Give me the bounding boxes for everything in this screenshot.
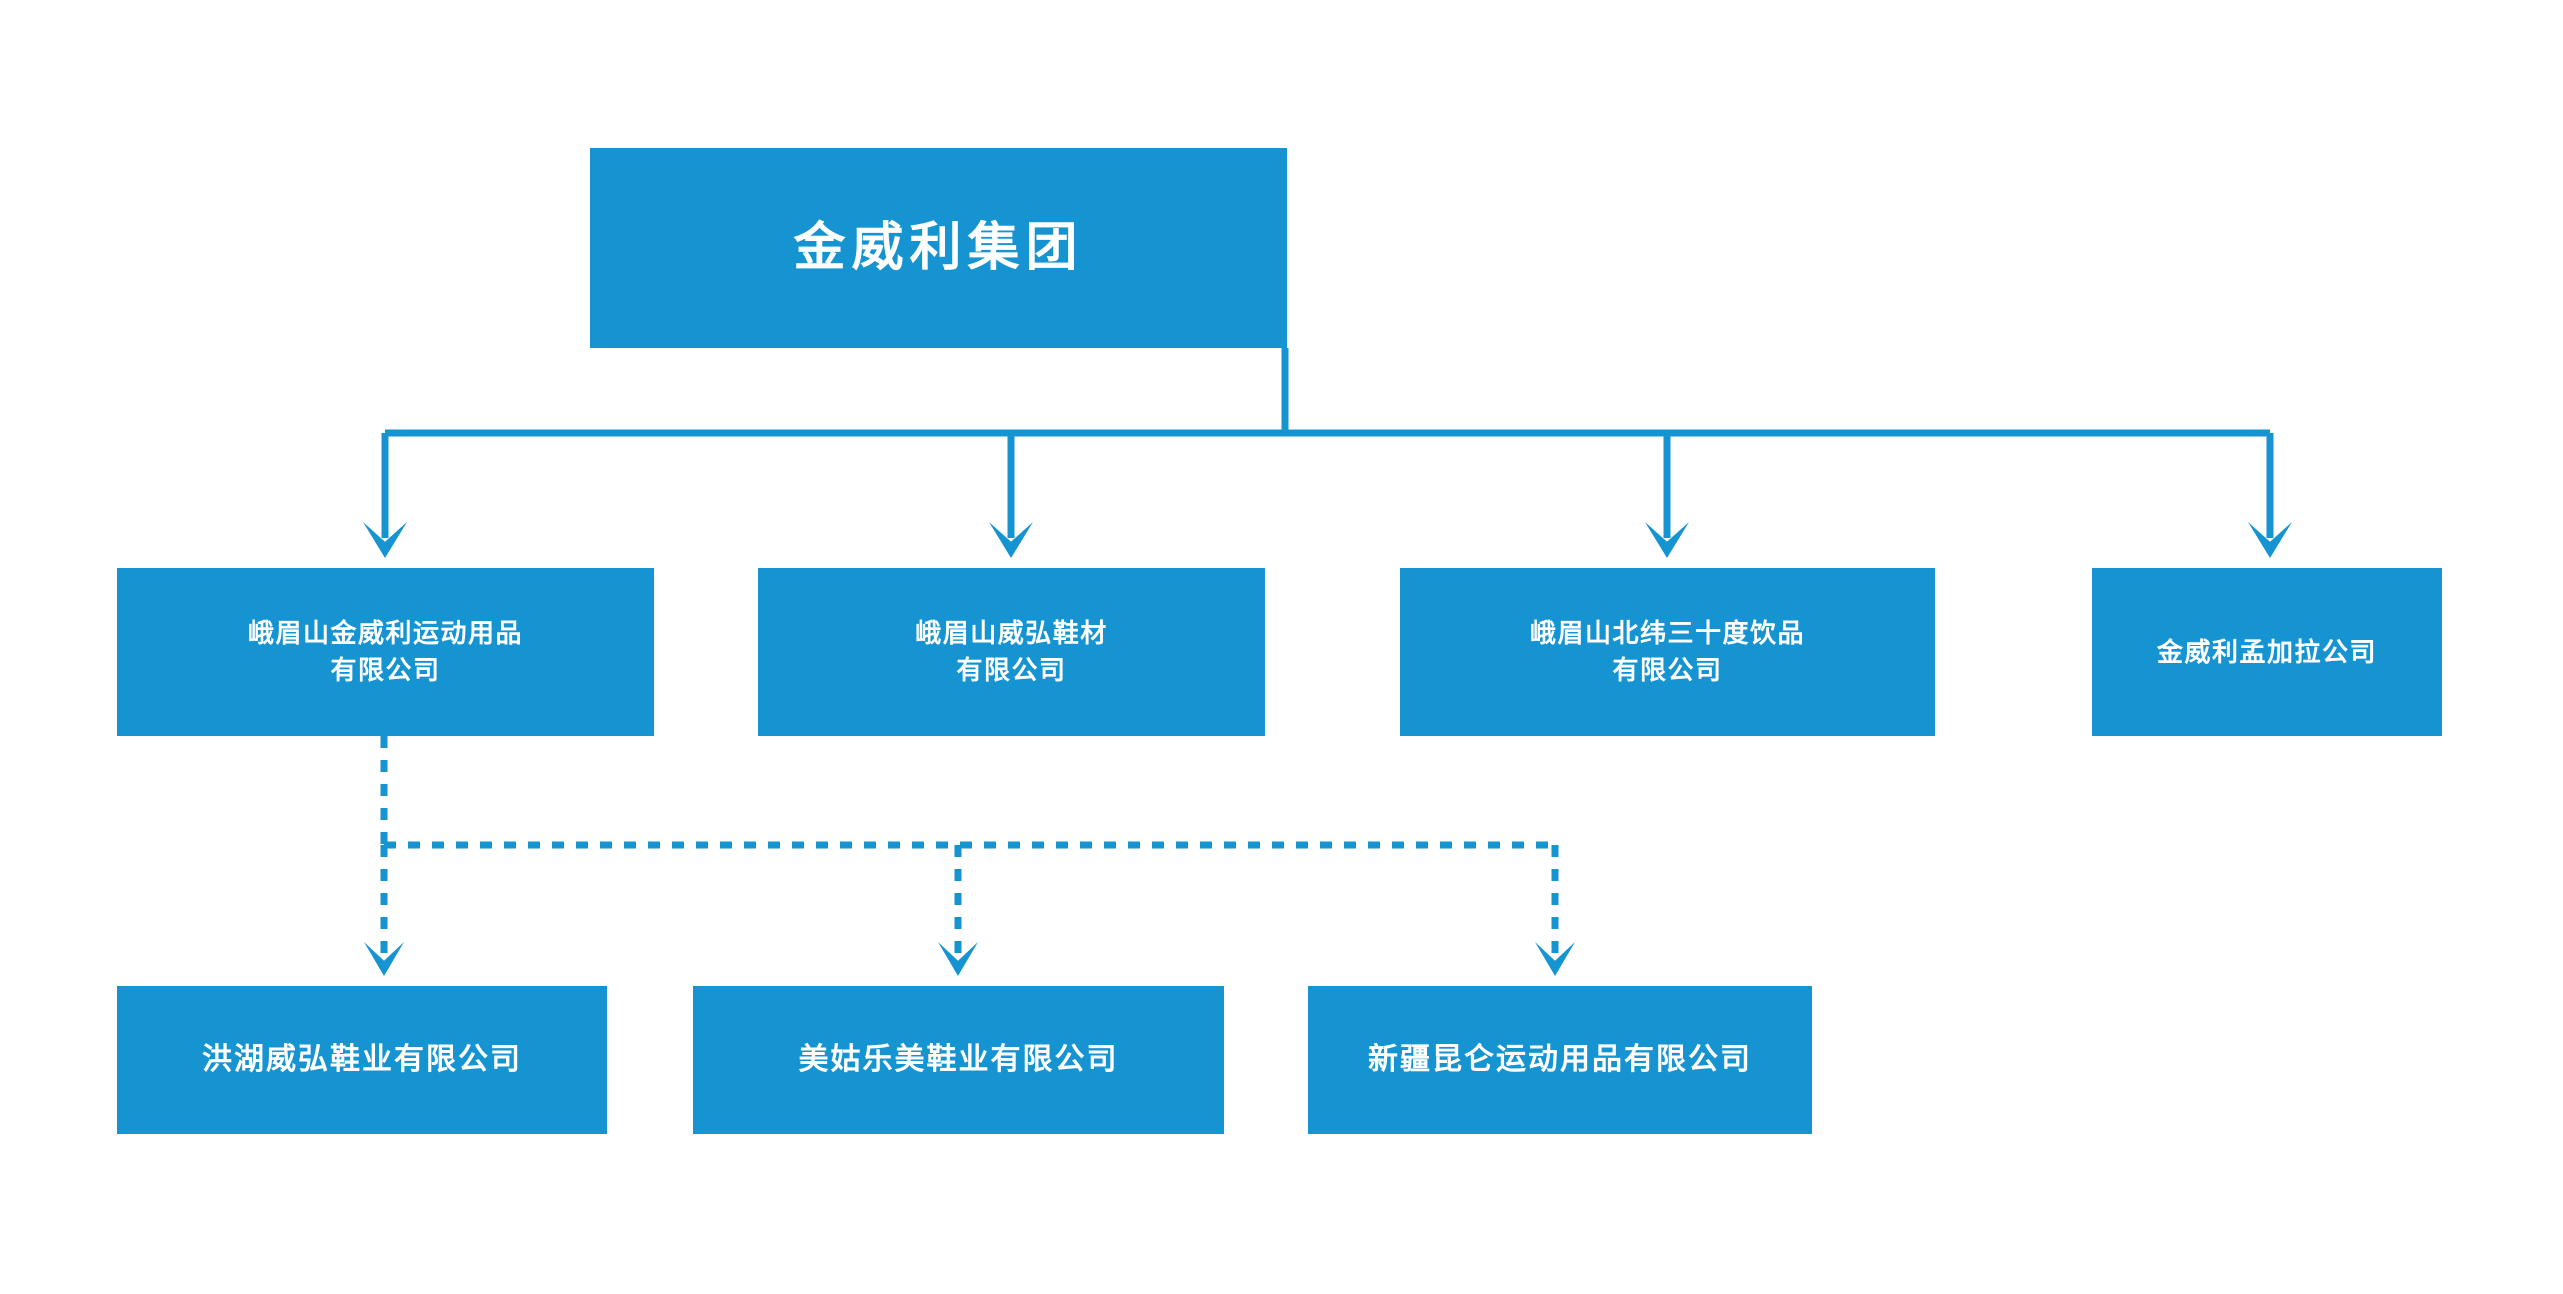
arrow-head-icon [989, 522, 1033, 558]
solid-connectors [381, 348, 2274, 538]
arrow-head-icon [2248, 522, 2292, 558]
org-node-root[interactable]: 金威利集团 [590, 148, 1287, 348]
org-node-level1-3[interactable]: 金威利孟加拉公司 [2092, 568, 2442, 736]
org-node-level1-3-label: 金威利孟加拉公司 [2156, 636, 2377, 667]
org-node-level1-2-label: 峨眉山北纬三十度饮品 有限公司 [1529, 618, 1805, 685]
org-node-level1-0-label: 峨眉山金威利运动用品 有限公司 [247, 618, 523, 685]
org-node-level1-0[interactable]: 峨眉山金威利运动用品 有限公司 [117, 568, 654, 736]
org-node-level2-1[interactable]: 美姑乐美鞋业有限公司 [693, 986, 1224, 1134]
arrow-head-icon [1535, 942, 1575, 976]
org-node-level2-1-label: 美姑乐美鞋业有限公司 [798, 1042, 1119, 1076]
org-node-root-label: 金威利集团 [793, 218, 1084, 277]
org-node-level1-1-label: 峨眉山威弘鞋材 有限公司 [915, 618, 1108, 685]
org-node-level1-1[interactable]: 峨眉山威弘鞋材 有限公司 [758, 568, 1265, 736]
org-node-level2-0[interactable]: 洪湖威弘鞋业有限公司 [117, 986, 607, 1134]
org-node-level2-2[interactable]: 新疆昆仑运动用品有限公司 [1308, 986, 1812, 1134]
org-node-level1-2[interactable]: 峨眉山北纬三十度饮品 有限公司 [1400, 568, 1935, 736]
arrow-head-icon [364, 942, 404, 976]
org-node-level2-2-label: 新疆昆仑运动用品有限公司 [1368, 1042, 1752, 1076]
arrow-head-icon [363, 522, 407, 558]
org-node-level2-0-label: 洪湖威弘鞋业有限公司 [202, 1042, 522, 1076]
dashed-connectors [380, 736, 1559, 958]
arrow-head-icon [938, 942, 978, 976]
arrow-head-icon [1645, 522, 1689, 558]
